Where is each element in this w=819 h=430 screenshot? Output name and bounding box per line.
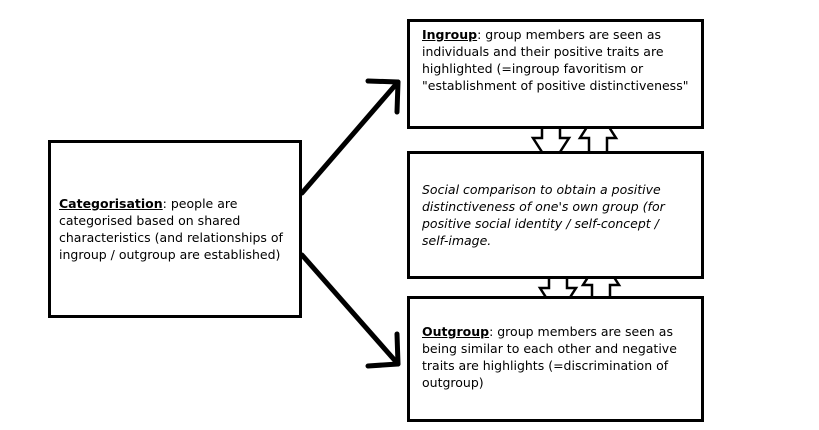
social-comparison-text: Social comparison to obtain a positive d… <box>422 182 665 248</box>
outgroup-text: Outgroup: group members are seen as bein… <box>422 323 689 391</box>
outgroup-term: Outgroup <box>422 324 490 339</box>
arrow-to-outgroup <box>299 252 401 369</box>
categorisation-term: Categorisation <box>59 196 163 211</box>
arrow-to-ingroup <box>299 78 401 196</box>
ingroup-description: : group members are seen as individuals … <box>422 27 689 93</box>
categorisation-description: : people are categorised based on shared… <box>59 196 283 262</box>
categorisation-text: Categorisation: people are categorised b… <box>59 195 291 263</box>
outgroup-description: : group members are seen as being simila… <box>422 324 677 390</box>
outgroup-box: Outgroup: group members are seen as bein… <box>407 296 704 422</box>
categorisation-box: Categorisation: people are categorised b… <box>48 140 302 318</box>
social-comparison-box: Social comparison to obtain a positive d… <box>407 151 704 279</box>
ingroup-term: Ingroup <box>422 27 478 42</box>
ingroup-text: Ingroup: group members are seen as indiv… <box>422 26 689 94</box>
ingroup-box: Ingroup: group members are seen as indiv… <box>407 19 704 129</box>
